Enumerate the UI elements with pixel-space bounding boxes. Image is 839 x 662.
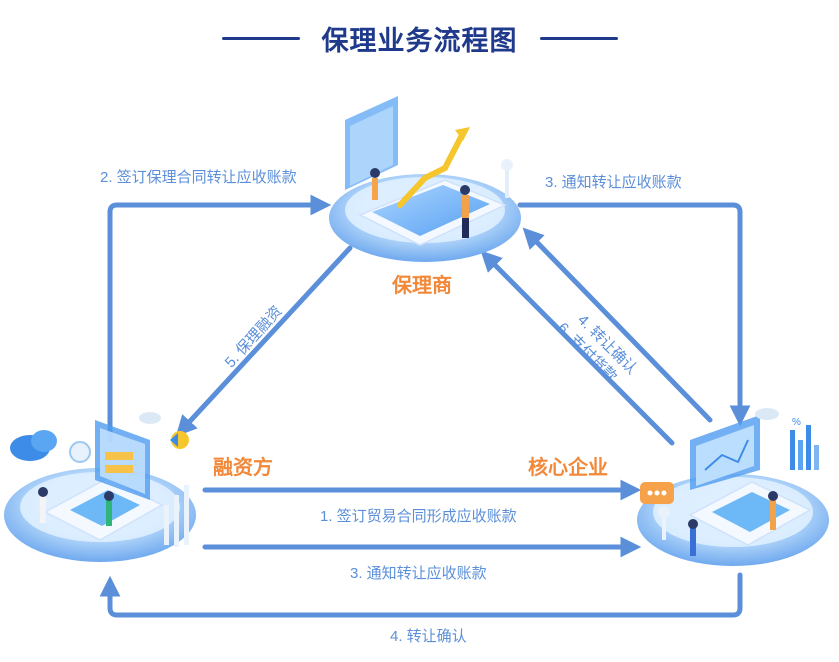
flow-label-notify-factor-top: 3. 通知转让应收账款 bbox=[545, 174, 682, 191]
node-label-financier: 融资方 bbox=[213, 457, 273, 479]
node-label-core: 核心企业 bbox=[528, 457, 608, 479]
title-line-right bbox=[539, 36, 618, 40]
financier-platform-illustration bbox=[4, 412, 196, 562]
flow-label-confirm-bottom: 4. 转让确认 bbox=[390, 628, 467, 645]
arrow-pay-goods bbox=[480, 250, 675, 446]
flow-label-notify-bottom: 3. 通知转让应收账款 bbox=[350, 565, 487, 582]
node-label-factor: 保理商 bbox=[392, 275, 452, 297]
chart-percent-glyph: % bbox=[792, 417, 801, 428]
core-platform-illustration: % bbox=[637, 408, 829, 566]
title-line-left bbox=[221, 36, 300, 40]
arrow-confirm-bottom bbox=[99, 572, 743, 618]
arrow-sign-factoring bbox=[107, 194, 332, 443]
page-title: 保理业务流程图 bbox=[321, 25, 518, 56]
arrow-confirm-core-to-factor bbox=[522, 227, 713, 423]
arrow-notify-factor-top bbox=[517, 202, 751, 427]
factor-platform-illustration bbox=[329, 96, 521, 262]
arrow-factoring-finance bbox=[175, 245, 353, 437]
flow-label-sign-trade: 1. 签订贸易合同形成应收账款 bbox=[320, 508, 517, 525]
flow-label-sign-factoring: 2. 签订保理合同转让应收账款 bbox=[100, 169, 297, 186]
title-bar: 保理业务流程图 bbox=[0, 18, 839, 58]
